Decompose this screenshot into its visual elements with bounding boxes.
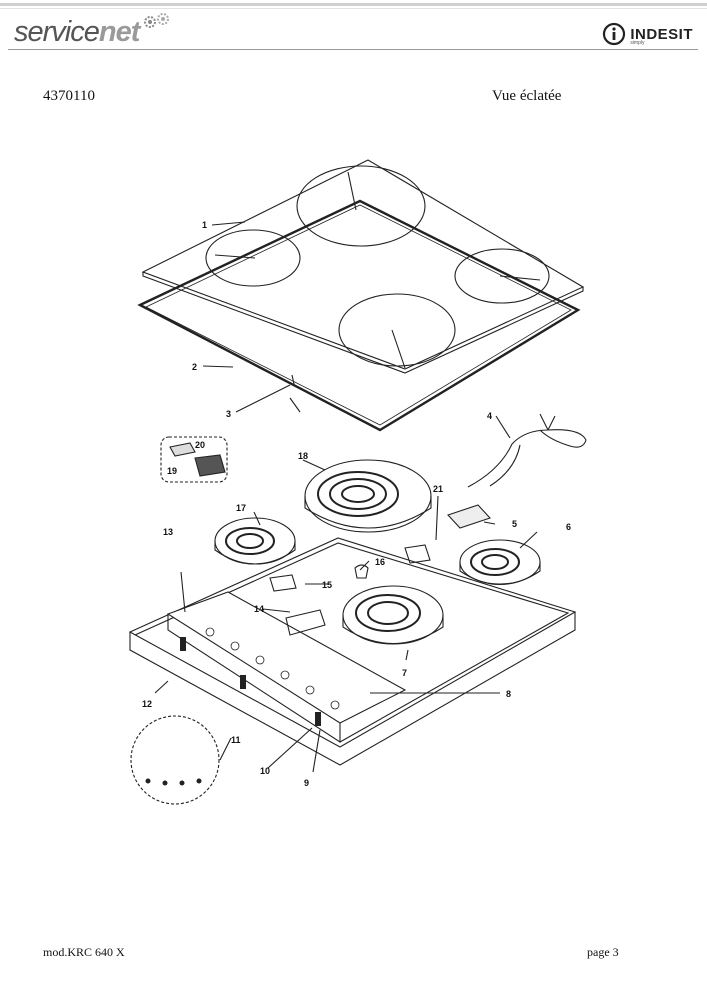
document-code: 4370110 [43, 88, 95, 104]
seal [137, 199, 581, 432]
part-label: 8 [506, 689, 511, 699]
part-label: 18 [298, 451, 308, 461]
indesit-tagline: simply [630, 40, 645, 46]
part-label: 1 [202, 220, 207, 230]
part-label: 17 [236, 503, 246, 513]
part-label: 21 [433, 484, 443, 494]
control-knobs [205, 627, 340, 710]
top-border [0, 0, 707, 10]
zone-rear [296, 165, 426, 247]
part-label: 4 [487, 411, 492, 421]
gear-icon [144, 13, 169, 28]
terminal-block [447, 504, 491, 529]
indesit-logo: INDESIT simply [602, 22, 693, 46]
zone-front [338, 293, 456, 367]
part-label: 9 [304, 778, 309, 788]
part-label: 7 [402, 668, 407, 678]
part-label: 13 [163, 527, 173, 537]
part-labels: 1 2 3 4 5 6 7 8 9 10 11 12 13 14 15 16 1… [142, 220, 571, 788]
part-label: 12 [142, 699, 152, 709]
glass-top [141, 159, 585, 370]
zone-left [205, 229, 301, 287]
part-label: 5 [512, 519, 517, 529]
part-label: 20 [195, 440, 205, 450]
page-number: page 3 [587, 945, 619, 959]
document-title: Vue éclatée [492, 88, 562, 104]
burner-rear [304, 459, 432, 533]
part-label: 11 [231, 735, 241, 745]
servicenet-logo: servicenet [14, 16, 140, 48]
model-label: mod.KRC 640 X [43, 945, 125, 959]
control-panel [166, 591, 407, 724]
part-label: 15 [322, 580, 332, 590]
part-label: 10 [260, 766, 270, 776]
part-label: 16 [375, 557, 385, 567]
indesit-wordmark: INDESIT [630, 25, 693, 43]
header-rule [8, 49, 698, 50]
zone-right [454, 248, 550, 304]
part-label: 2 [192, 362, 197, 372]
fixing-screws [145, 637, 321, 786]
part-label: 6 [566, 522, 571, 532]
indesit-i-icon [603, 22, 626, 46]
part-label: 19 [167, 466, 177, 476]
part-label: 14 [254, 604, 264, 614]
cable [467, 429, 587, 488]
part-label: 3 [226, 409, 231, 419]
